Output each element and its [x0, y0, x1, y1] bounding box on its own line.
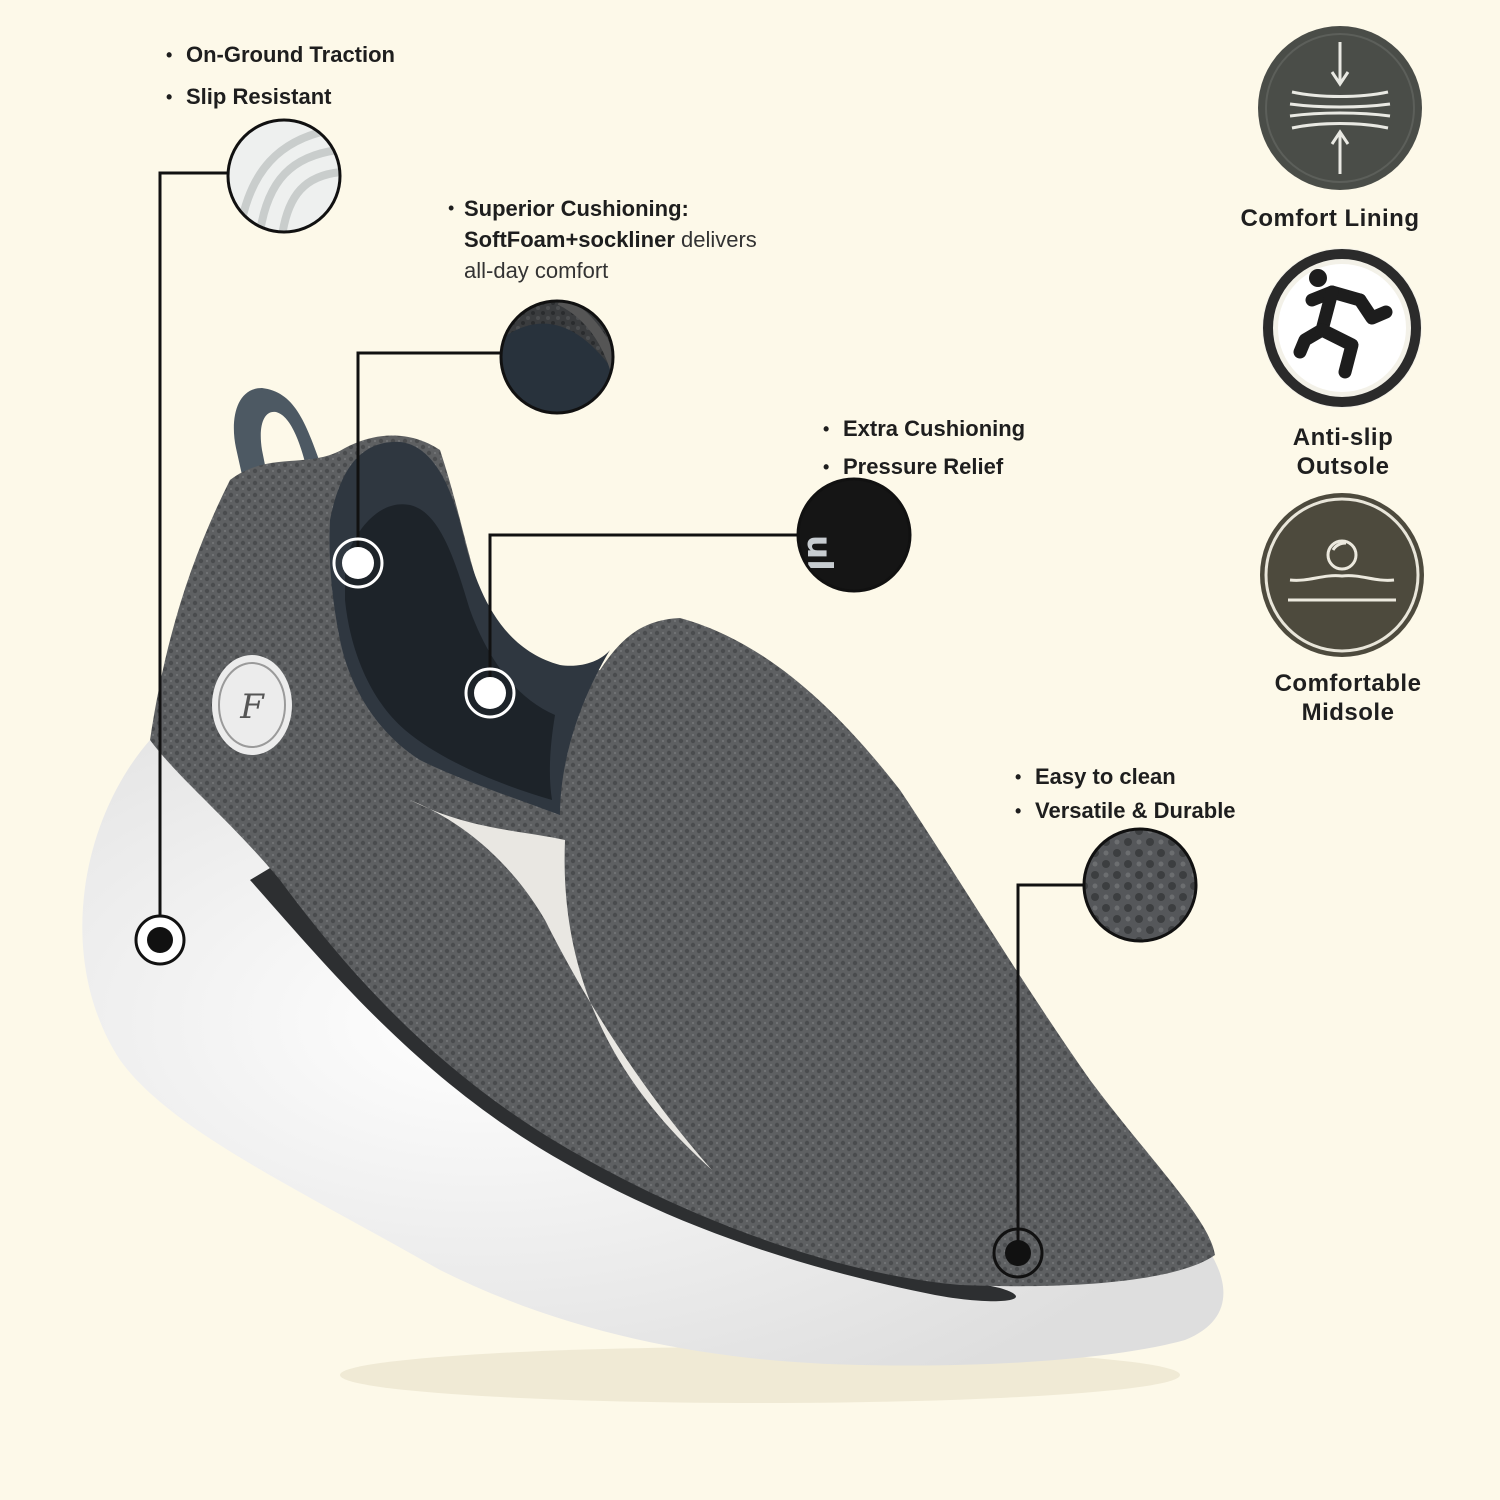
- marker-insole: [464, 667, 516, 719]
- extra-cushioning-callout: Extra Cushioning Pressure Relief: [823, 410, 1025, 486]
- zoom-knit: [1084, 829, 1196, 941]
- callout-line: Pressure Relief: [823, 448, 1025, 486]
- running-figure-icon: [1262, 248, 1422, 408]
- brand-badge: F: [212, 655, 292, 755]
- traction-callout: On-Ground Traction Slip Resistant: [166, 34, 395, 118]
- svg-text:F: F: [239, 687, 265, 727]
- callout-heading: Superior Cushioning:: [464, 196, 689, 221]
- cushioning-callout: Superior Cushioning: SoftFoam+sockliner …: [448, 193, 824, 286]
- feature-label-line: Outsole: [1296, 453, 1390, 480]
- marker-collar: [332, 537, 384, 589]
- zoom-insole: ul: [798, 479, 910, 591]
- connector-lines: [158, 171, 1084, 1253]
- callout-line: On-Ground Traction: [166, 34, 395, 76]
- marker-sole: [134, 914, 186, 966]
- side-stripe: [410, 800, 712, 1170]
- callout-line: Extra Cushioning: [823, 410, 1025, 448]
- midsole: [82, 740, 1224, 1366]
- zoom-collar: [501, 301, 613, 413]
- sockliner: [345, 504, 555, 800]
- feature-label-anti-slip-outsole: Anti-slip Outsole: [1223, 423, 1463, 481]
- svg-text:ul: ul: [799, 535, 839, 571]
- feature-label-line: Midsole: [1301, 699, 1395, 726]
- callout-emphasis: SoftFoam+sockliner: [464, 227, 675, 252]
- feature-label-comfort-lining: Comfort Lining: [1240, 205, 1420, 232]
- callout-line: Versatile & Durable: [1015, 794, 1236, 828]
- callout-text: delivers: [674, 227, 757, 252]
- feature-label-line: Comfortable: [1274, 670, 1422, 697]
- ball-on-foam-icon: [1260, 493, 1424, 657]
- callout-line: Easy to clean: [1015, 760, 1236, 794]
- feature-label-comfortable-midsole: Comfortable Midsole: [1228, 669, 1468, 727]
- zoom-sole-tread: [228, 120, 340, 232]
- marker-knit: [992, 1227, 1044, 1279]
- compression-arrows-icon: [1258, 26, 1422, 190]
- callout-line: Slip Resistant: [166, 76, 395, 118]
- care-callout: Easy to clean Versatile & Durable: [1015, 760, 1236, 828]
- feature-label-line: Anti-slip: [1292, 424, 1394, 451]
- callout-text: all-day comfort: [464, 258, 609, 283]
